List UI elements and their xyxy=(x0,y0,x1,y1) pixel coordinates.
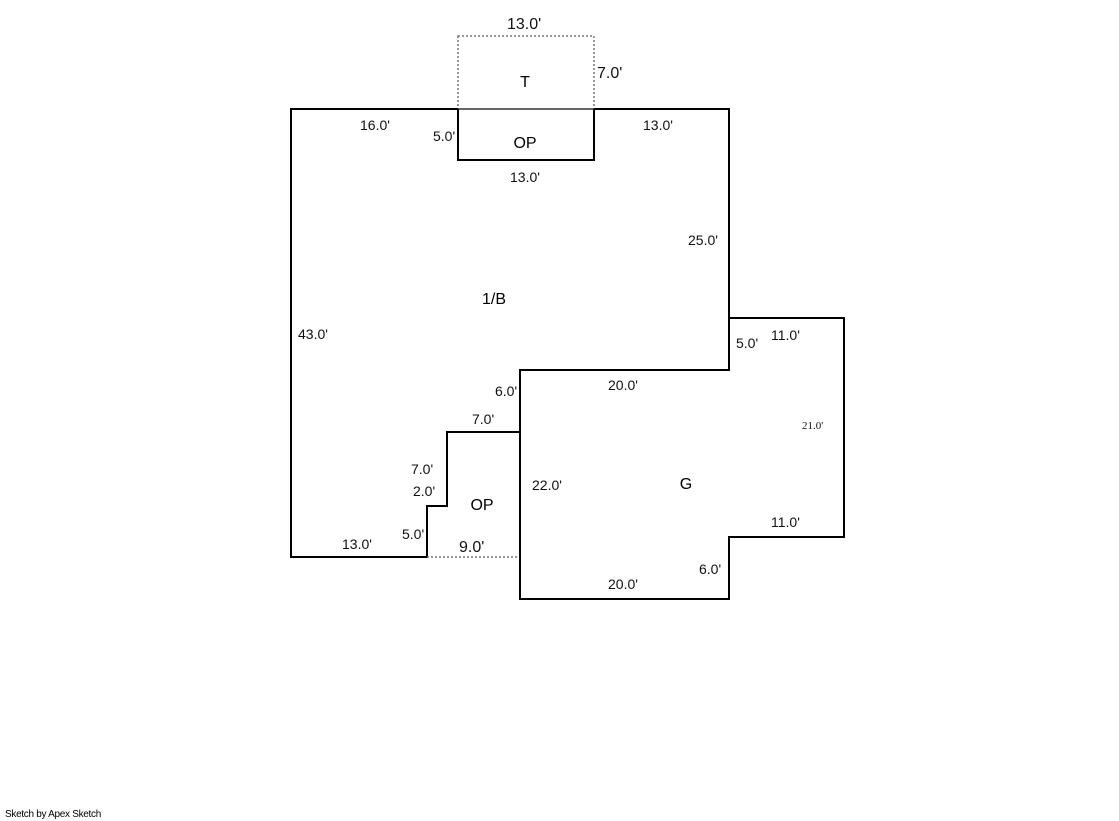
dim-op-bottom-top: 7.0' xyxy=(472,411,494,427)
dim-main-bottom: 13.0' xyxy=(342,536,372,552)
dim-main-left: 43.0' xyxy=(298,326,328,342)
op-top-label: OP xyxy=(513,135,536,152)
dim-g-step-right: 5.0' xyxy=(736,335,758,351)
dim-g-top: 20.0' xyxy=(608,377,638,393)
op-top-outline xyxy=(457,109,595,161)
main-area-label: 1/B xyxy=(482,291,506,308)
dim-op-bottom-left: 7.0' xyxy=(411,461,433,477)
dim-g-top-right: 11.0' xyxy=(771,327,800,343)
dim-op-top-left: 5.0' xyxy=(433,128,455,144)
dim-op-top-bottom: 13.0' xyxy=(510,169,540,185)
dim-main-top-left: 16.0' xyxy=(360,117,390,133)
garage-outline xyxy=(519,317,845,600)
op-bottom-label: OP xyxy=(470,497,493,514)
dim-g-right: 21.0' xyxy=(802,420,823,432)
dim-op-bottom-open: 9.0' xyxy=(459,539,484,556)
terrace-label: T xyxy=(520,74,530,91)
dim-op-step: 2.0' xyxy=(413,483,435,499)
garage-label: G xyxy=(680,476,692,493)
dim-main-step: 6.0' xyxy=(495,383,517,399)
dim-g-bottom-right: 11.0' xyxy=(771,514,800,530)
dim-main-top-right: 13.0' xyxy=(643,117,673,133)
terrace-outline xyxy=(457,35,595,110)
footer-credit: Sketch by Apex Sketch xyxy=(5,809,101,820)
dim-g-bottom: 20.0' xyxy=(608,576,638,592)
dim-g-notch: 6.0' xyxy=(699,561,721,577)
dim-main-right: 25.0' xyxy=(688,232,718,248)
dim-g-left: 22.0' xyxy=(532,477,562,493)
dim-op-bottom-step: 5.0' xyxy=(402,526,424,542)
dim-t-top: 13.0' xyxy=(507,16,541,33)
dim-t-right: 7.0' xyxy=(597,65,622,82)
